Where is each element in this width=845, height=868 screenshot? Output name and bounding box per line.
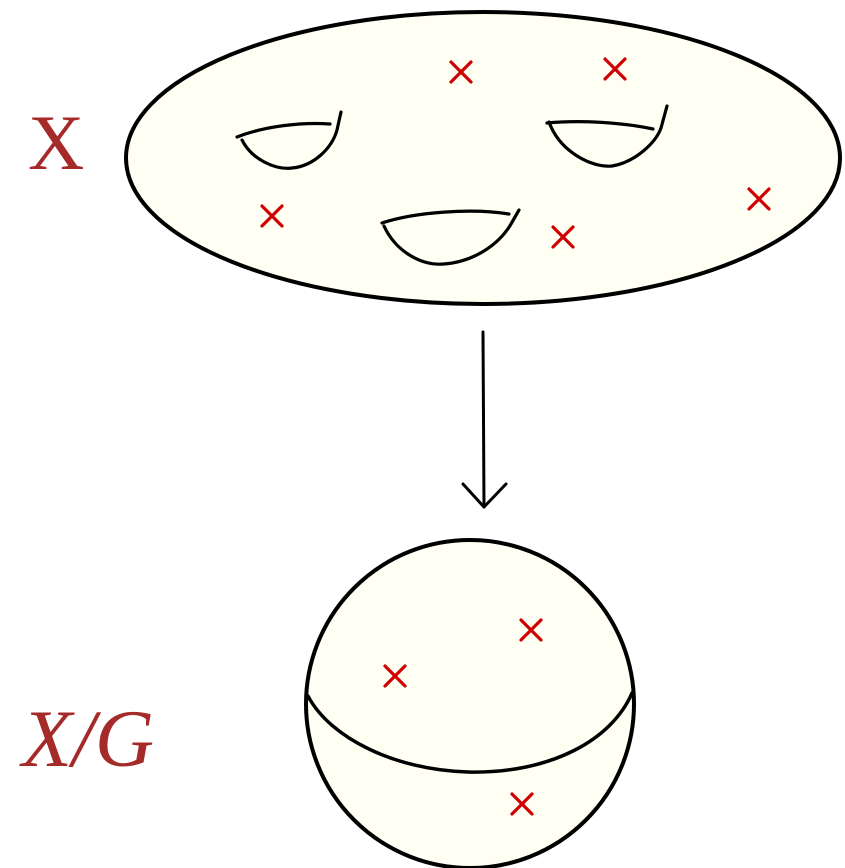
sphere-equator bbox=[306, 691, 634, 774]
marked-point-cross bbox=[747, 187, 771, 211]
marked-point-cross bbox=[519, 618, 543, 642]
marked-point-cross bbox=[260, 204, 284, 228]
surface-x bbox=[124, 10, 842, 306]
marked-points bbox=[260, 57, 771, 816]
surface-label: X bbox=[28, 99, 85, 186]
quotient-label: X/G bbox=[22, 693, 155, 784]
marked-point-cross bbox=[449, 60, 473, 84]
hole-1 bbox=[235, 110, 343, 170]
marked-point-cross bbox=[510, 792, 534, 816]
marked-point-cross bbox=[383, 664, 407, 688]
quotient-map-arrow bbox=[461, 330, 508, 509]
sphere-xg bbox=[304, 538, 636, 868]
surface-outline bbox=[124, 10, 842, 306]
hole-3 bbox=[380, 208, 521, 266]
marked-point-cross bbox=[551, 225, 575, 249]
sphere-outline bbox=[304, 538, 636, 868]
hole-2 bbox=[545, 104, 669, 168]
marked-point-cross bbox=[603, 57, 627, 81]
